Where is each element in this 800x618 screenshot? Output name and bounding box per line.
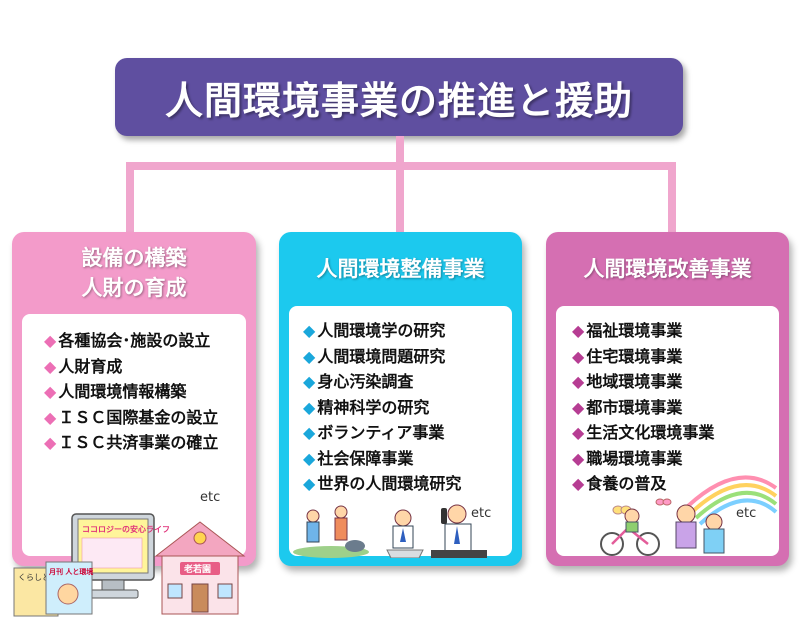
list-item: ◆ＩＳＣ共済事業の確立 bbox=[44, 430, 218, 456]
header-line-2: 人財の育成 bbox=[81, 276, 187, 300]
list-item: ◆人間環境情報構築 bbox=[44, 379, 218, 405]
diamond-bullet-icon: ◆ bbox=[303, 397, 316, 417]
item-list: ◆各種協会･施設の設立 ◆人財育成 ◆人間環境情報構築 ◆ＩＳＣ国際基金の設立 … bbox=[44, 328, 218, 456]
list-item: ◆都市環境事業 bbox=[572, 395, 714, 421]
magazine-books-icon: くらしと 月刊 人と環境 bbox=[13, 561, 93, 617]
title-box: 人間環境事業の推進と援助 bbox=[115, 58, 683, 136]
svg-text:ココロジーの安心ライフ: ココロジーの安心ライフ bbox=[82, 524, 170, 534]
diamond-bullet-icon: ◆ bbox=[44, 356, 57, 376]
list-item: ◆人間環境問題研究 bbox=[303, 344, 461, 370]
seniors-icon bbox=[675, 504, 725, 554]
diamond-bullet-icon: ◆ bbox=[44, 407, 57, 427]
panel-body: ◆福祉環境事業 ◆住宅環境事業 ◆地域環境事業 ◆都市環境事業 ◆生活文化環境事… bbox=[556, 306, 779, 556]
diamond-bullet-icon: ◆ bbox=[572, 346, 585, 366]
rainbow-seniors-bicycle-illustration bbox=[600, 475, 778, 556]
panel-environment-maintenance: 人間環境整備事業 ◆人間環境学の研究 ◆人間環境問題研究 ◆身心汚染調査 ◆精神… bbox=[279, 232, 522, 566]
list-item: ◆住宅環境事業 bbox=[572, 344, 714, 370]
list-item: ◆職場環境事業 bbox=[572, 446, 714, 472]
item-list: ◆福祉環境事業 ◆住宅環境事業 ◆地域環境事業 ◆都市環境事業 ◆生活文化環境事… bbox=[572, 318, 714, 497]
list-item: ◆福祉環境事業 bbox=[572, 318, 714, 344]
diamond-bullet-icon: ◆ bbox=[303, 423, 316, 442]
item-list: ◆人間環境学の研究 ◆人間環境問題研究 ◆身心汚染調査 ◆精神科学の研究 ◆ボラ… bbox=[303, 318, 461, 497]
list-item: ◆地域環境事業 bbox=[572, 369, 714, 395]
diamond-bullet-icon: ◆ bbox=[572, 321, 585, 340]
diamond-bullet-icon: ◆ bbox=[572, 448, 585, 468]
list-item: ◆人財育成 bbox=[44, 354, 218, 380]
list-item: ◆精神科学の研究 bbox=[303, 395, 461, 421]
diamond-bullet-icon: ◆ bbox=[303, 346, 316, 366]
bicycle-icon bbox=[600, 508, 660, 556]
diamond-bullet-icon: ◆ bbox=[303, 448, 316, 468]
list-item: ◆ボランティア事業 bbox=[303, 420, 461, 446]
panel-header: 人間環境改善事業 bbox=[546, 232, 789, 306]
rainbow-icon bbox=[686, 475, 778, 526]
list-item: ◆生活文化環境事業 bbox=[572, 420, 714, 446]
volunteer-group-icon bbox=[293, 505, 369, 558]
office-worker-icon bbox=[386, 509, 424, 558]
diamond-bullet-icon: ◆ bbox=[303, 372, 316, 391]
svg-text:くらしと: くらしと bbox=[18, 573, 50, 582]
list-item: ◆ＩＳＣ国際基金の設立 bbox=[44, 405, 218, 431]
list-item: ◆社会保障事業 bbox=[303, 446, 461, 472]
diamond-bullet-icon: ◆ bbox=[572, 372, 585, 391]
connector-vertical-main bbox=[396, 136, 404, 168]
diamond-bullet-icon: ◆ bbox=[44, 382, 57, 401]
panel-body: ◆各種協会･施設の設立 ◆人財育成 ◆人間環境情報構築 ◆ＩＳＣ国際基金の設立 … bbox=[13, 314, 246, 617]
header-text: 人間環境整備事業 bbox=[316, 257, 485, 281]
diamond-bullet-icon: ◆ bbox=[572, 397, 585, 417]
phone-worker-icon bbox=[431, 504, 487, 558]
etc-label: etc bbox=[200, 490, 221, 505]
panel-environment-improvement: 人間環境改善事業 ◆福祉環境事業 ◆住宅環境事業 ◆地域環境事業 ◆都市環境事業… bbox=[546, 232, 789, 566]
butterfly-icon bbox=[612, 498, 672, 515]
diamond-bullet-icon: ◆ bbox=[44, 331, 57, 350]
list-item: ◆身心汚染調査 bbox=[303, 369, 461, 395]
diamond-bullet-icon: ◆ bbox=[44, 433, 57, 452]
panel-header: 設備の構築 人財の育成 bbox=[12, 232, 256, 314]
header-line-1: 設備の構築 bbox=[81, 246, 187, 270]
connector-right bbox=[668, 162, 676, 234]
panel-body: ◆人間環境学の研究 ◆人間環境問題研究 ◆身心汚染調査 ◆精神科学の研究 ◆ボラ… bbox=[289, 306, 512, 558]
page-title: 人間環境事業の推進と援助 bbox=[164, 78, 633, 123]
list-item: ◆食養の普及 bbox=[572, 471, 714, 497]
diamond-bullet-icon: ◆ bbox=[572, 423, 585, 442]
svg-text:老若園: 老若園 bbox=[183, 563, 211, 575]
volunteers-and-office-workers-illustration bbox=[293, 504, 487, 558]
panel-facilities-human-resources: 設備の構築 人財の育成 ◆各種協会･施設の設立 ◆人財育成 ◆人間環境情報構築 … bbox=[12, 232, 256, 617]
panel-header: 人間環境整備事業 bbox=[279, 232, 522, 306]
diamond-bullet-icon: ◆ bbox=[303, 321, 316, 340]
svg-text:月刊 人と環境: 月刊 人と環境 bbox=[48, 567, 93, 576]
list-item: ◆世界の人間環境研究 bbox=[303, 471, 461, 497]
etc-label: etc bbox=[471, 506, 492, 521]
connector-middle bbox=[396, 162, 404, 234]
list-item: ◆各種協会･施設の設立 bbox=[44, 328, 218, 354]
connector-left bbox=[126, 162, 134, 234]
etc-label: etc bbox=[736, 506, 757, 521]
header-text: 人間環境改善事業 bbox=[583, 257, 752, 281]
list-item: ◆人間環境学の研究 bbox=[303, 318, 461, 344]
house-icon: 老若園 bbox=[154, 521, 246, 615]
diamond-bullet-icon: ◆ bbox=[303, 474, 316, 493]
diamond-bullet-icon: ◆ bbox=[572, 474, 585, 493]
books-computer-house-illustration: ココロジーの安心ライフ くらしと 月刊 人と環境 老若園 bbox=[13, 513, 246, 617]
